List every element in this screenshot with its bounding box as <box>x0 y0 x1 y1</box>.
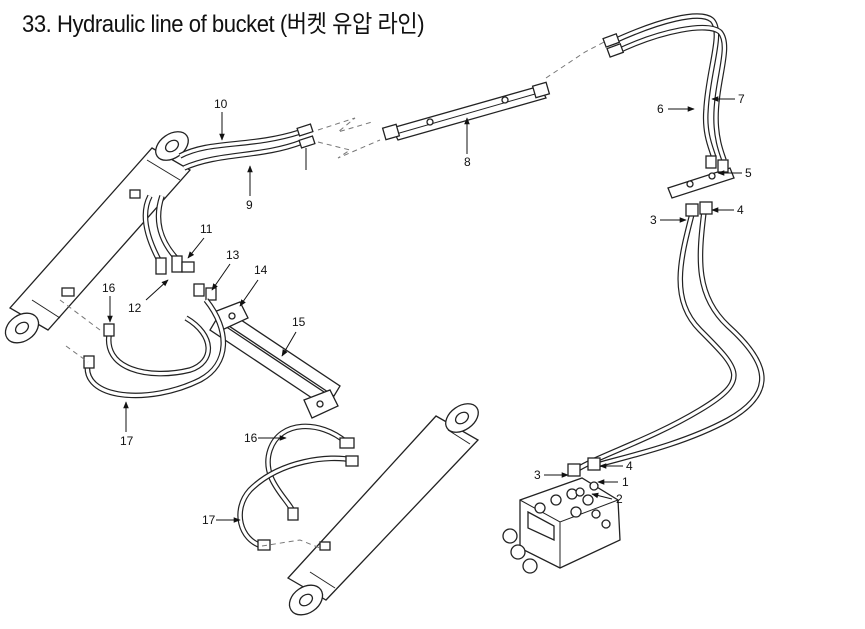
callout-12-label: 12 <box>128 301 142 315</box>
boom-tube-8 <box>381 39 609 141</box>
callout-5: 5 <box>717 166 752 180</box>
callout-3-top-label: 3 <box>650 213 657 227</box>
callout-17-upper-label: 17 <box>120 434 134 448</box>
callout-8: 8 <box>464 117 471 169</box>
callout-4-bottom-label: 4 <box>626 459 633 473</box>
callout-12: 12 <box>128 279 169 315</box>
callout-16-lower-label: 16 <box>244 431 258 445</box>
hoses-16-17-upper <box>59 298 227 399</box>
callout-17-upper: 17 <box>120 401 134 448</box>
callout-2: 2 <box>591 492 623 506</box>
callout-15-label: 15 <box>292 315 306 329</box>
callout-4-bottom: 4 <box>599 459 633 473</box>
callout-1: 1 <box>597 475 629 489</box>
callout-4-top: 4 <box>711 203 744 217</box>
callout-16-upper: 16 <box>102 281 116 323</box>
callout-16-lower: 16 <box>244 431 287 445</box>
callout-2-label: 2 <box>616 492 623 506</box>
callout-1-label: 1 <box>622 475 629 489</box>
hoses-16-17-lower <box>237 423 359 551</box>
callout-10-label: 10 <box>214 97 228 111</box>
callout-11-label: 11 <box>200 222 213 236</box>
hose-pair-6-7 <box>602 13 728 161</box>
callout-11: 11 <box>187 222 213 259</box>
callout-9: 9 <box>246 165 253 212</box>
callout-14: 14 <box>239 263 268 307</box>
tube-15 <box>209 301 341 419</box>
callout-6-label: 6 <box>657 102 664 116</box>
callout-4-top-label: 4 <box>737 203 744 217</box>
callout-7-label: 7 <box>738 92 745 106</box>
control-valve <box>502 477 621 574</box>
callout-17-lower: 17 <box>202 513 241 527</box>
callout-3-top: 3 <box>650 213 687 227</box>
callout-16-upper-label: 16 <box>102 281 116 295</box>
callout-9-label: 9 <box>246 198 253 212</box>
callout-10: 10 <box>214 97 228 141</box>
diagram-title: 33. Hydraulic line of bucket (버켓 유압 라인) <box>22 11 425 38</box>
callout-6: 6 <box>657 102 695 116</box>
callout-8-label: 8 <box>464 155 471 169</box>
callout-13-label: 13 <box>226 248 240 262</box>
callout-14-label: 14 <box>254 263 268 277</box>
callout-3-bottom-label: 3 <box>534 468 541 482</box>
bracket-5 <box>667 155 735 199</box>
fittings-11-12-13 <box>142 194 217 301</box>
upper-bucket-cylinder <box>4 131 192 344</box>
callout-17-lower-label: 17 <box>202 513 216 527</box>
callout-5-label: 5 <box>745 166 752 180</box>
callout-3-bottom: 3 <box>534 468 569 482</box>
hose-pair-9-10 <box>178 117 381 171</box>
lower-bucket-cylinder <box>286 403 480 616</box>
callout-13: 13 <box>211 248 240 291</box>
callout-7: 7 <box>711 92 745 106</box>
hose-pair-3-4 <box>567 201 765 477</box>
callout-15: 15 <box>281 315 306 357</box>
